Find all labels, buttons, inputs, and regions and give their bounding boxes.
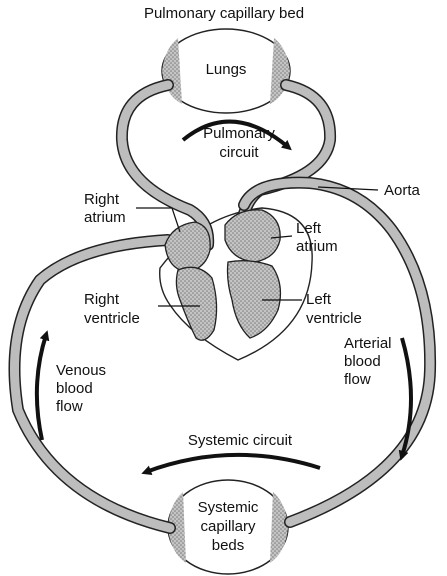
left-atrium-label-2: atrium [296,238,338,255]
left-atrium-label-1: Left [296,220,322,237]
venous-flow-label-2: blood [56,380,93,397]
lungs-label: Lungs [206,61,247,78]
right-ventricle-label-1: Right [84,291,120,308]
pulmonary-circuit-label-1: Pulmonary [203,125,275,142]
right-atrium-label-1: Right [84,191,120,208]
right-atrium-label-2: atrium [84,209,126,226]
arterial-flow-label-3: flow [344,371,371,388]
systemic-capillary-label-1: Systemic [198,499,259,516]
left-ventricle-label-1: Left [306,291,332,308]
aorta-label: Aorta [384,182,421,199]
arterial-flow-label-1: Arterial [344,335,392,352]
pulmonary-circuit-label-2: circuit [219,144,259,161]
right-ventricle [176,267,216,340]
pulmonary-capillary-bed-label: Pulmonary capillary bed [144,5,304,22]
venous-flow-arrow [37,335,46,440]
systemic-right-stipple [270,492,288,563]
venous-flow-label-1: Venous [56,362,106,379]
systemic-capillary-label-3: beds [212,537,245,554]
arterial-flow-label-2: blood [344,353,381,370]
right-ventricle-label-2: ventricle [84,310,140,327]
systemic-circuit-arrow [146,455,320,472]
left-ventricle-label-2: ventricle [306,310,362,327]
systemic-circuit-label: Systemic circuit [188,432,293,449]
venous-flow-label-3: flow [56,398,83,415]
systemic-capillary-label-2: capillary [200,518,256,535]
